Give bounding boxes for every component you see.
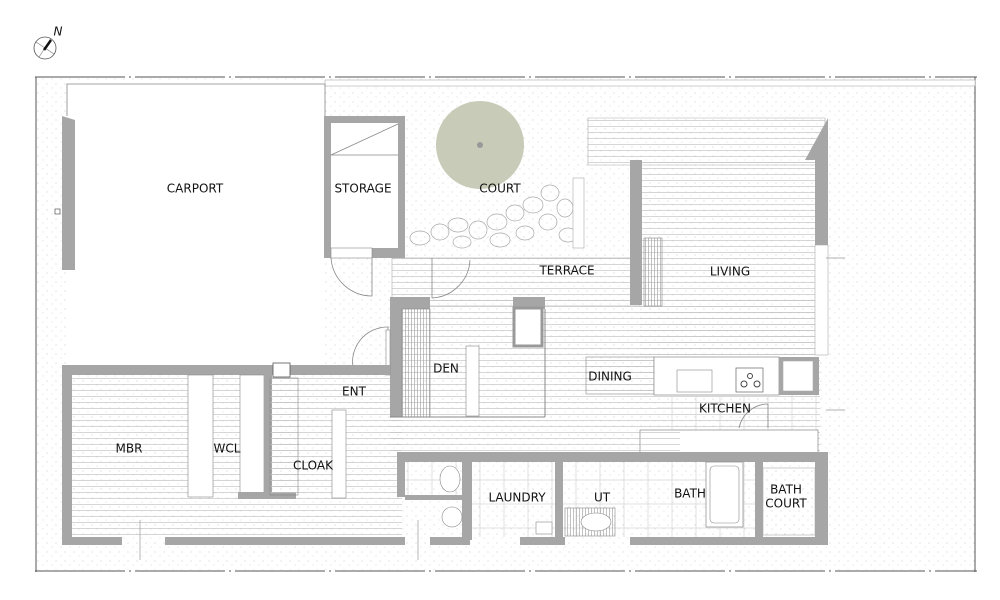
kitchen: KITCHEN bbox=[639, 356, 845, 456]
room-label-carport: CARPORT bbox=[167, 182, 224, 196]
room-label-bath: BATH bbox=[674, 487, 706, 501]
bathtub-icon bbox=[705, 461, 744, 528]
north-label: N bbox=[54, 25, 63, 39]
den: DEN bbox=[390, 297, 546, 418]
service-wing: LAUNDRY UT BATH BATH COURT bbox=[397, 452, 828, 545]
room-label-mbr: MBR bbox=[116, 442, 143, 456]
room-label-ut: UT bbox=[594, 491, 611, 505]
room-label-cloak: CLOAK bbox=[293, 459, 334, 473]
bedroom-wing: MBR WCL CLOAK bbox=[62, 362, 419, 560]
room-label-laundry: LAUNDRY bbox=[488, 491, 546, 505]
sink-icon bbox=[676, 369, 713, 393]
room-label-kitchen: KITCHEN bbox=[699, 402, 751, 416]
court: COURT bbox=[409, 101, 585, 249]
room-label-dining: DINING bbox=[588, 370, 632, 384]
room-label-ent: ENT bbox=[342, 385, 367, 399]
room-label-court: COURT bbox=[479, 182, 521, 196]
north-arrow-icon: N bbox=[33, 25, 63, 60]
washer-icon bbox=[535, 521, 553, 535]
terrace: TERRACE bbox=[391, 117, 826, 307]
room-label-bath-court-line1: BATH bbox=[770, 483, 802, 497]
stove-icon bbox=[735, 367, 764, 393]
toilet-icon bbox=[439, 465, 461, 493]
room-label-wcl: WCL bbox=[214, 442, 241, 456]
carport bbox=[54, 83, 326, 367]
room-label-terrace: TERRACE bbox=[538, 264, 594, 278]
washbasin-icon bbox=[580, 512, 612, 532]
storage bbox=[324, 116, 405, 297]
dining: DINING bbox=[585, 356, 655, 395]
room-label-den: DEN bbox=[433, 362, 459, 376]
room-label-bath-court-line2: COURT bbox=[765, 497, 807, 511]
room-label-storage: STORAGE bbox=[334, 182, 391, 196]
room-label-living: LIVING bbox=[710, 265, 750, 279]
